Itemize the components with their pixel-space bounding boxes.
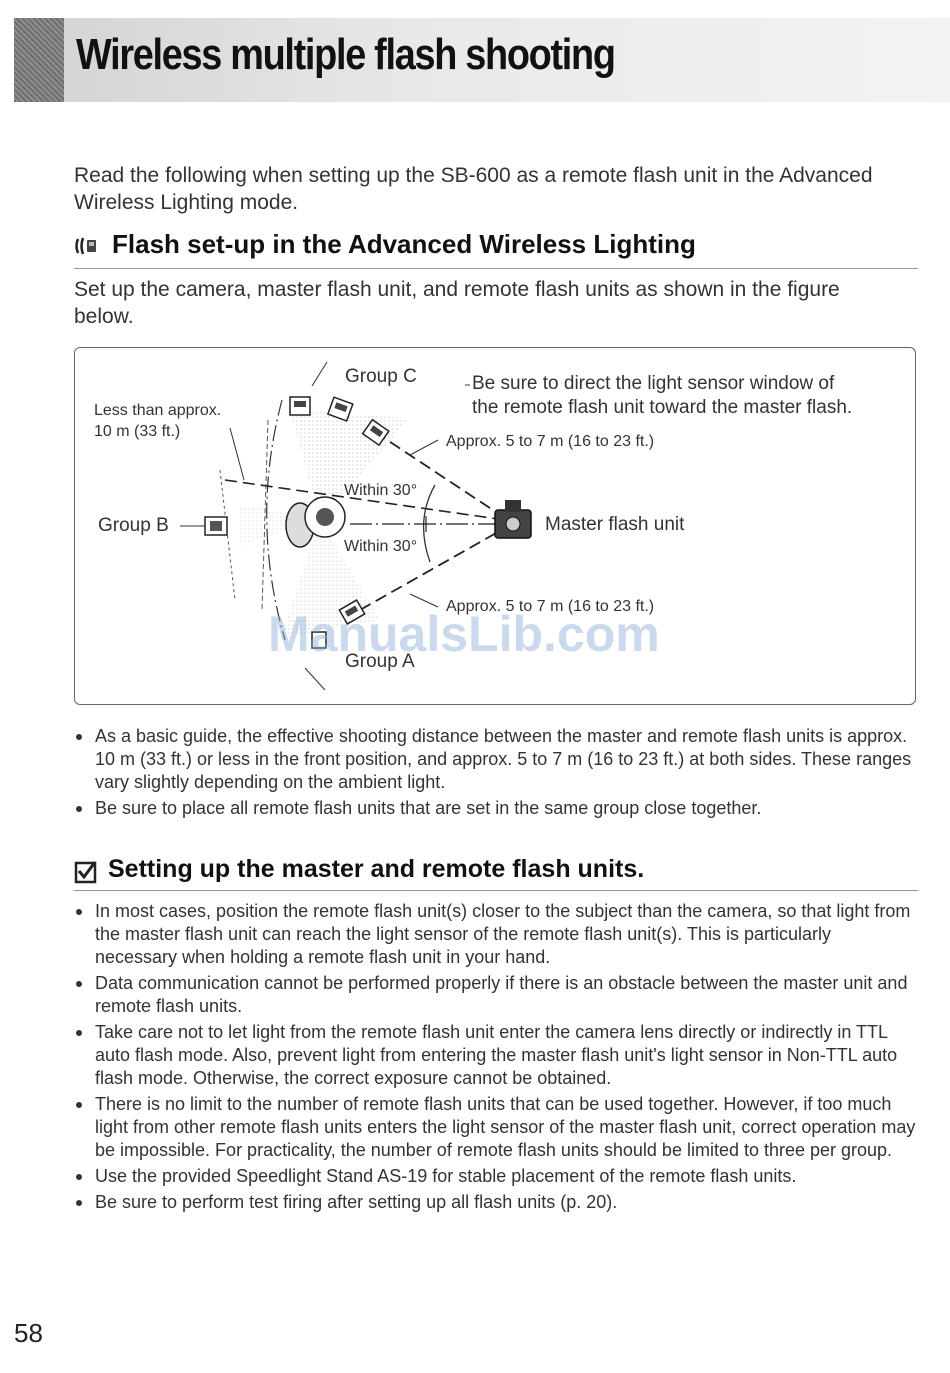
bullet-icon [76,1030,82,1036]
flash-pair-icon [75,237,96,255]
leader-less-than [229,427,245,481]
watermark: ManualsLib.com [268,606,660,662]
list-item: Take care not to let light from the remo… [74,1021,916,1090]
list-item: Use the provided Speedlight Stand AS-19 … [74,1165,916,1188]
section-divider [74,268,918,269]
label-approx-top: Approx. 5 to 7 m (16 to 23 ft.) [446,433,655,450]
remote-flash-group-c-2 [326,396,354,422]
label-within-bottom: Within 30° [344,538,418,555]
range-arc-left [266,399,286,641]
remote-flash-group-c-3 [361,418,390,447]
section-heading-setting-up: Setting up the master and remote flash u… [108,855,645,883]
title-tab-marker [14,18,64,102]
guide-bullet-list: As a basic guide, the effective shooting… [74,725,916,823]
label-group-b: Group B [98,515,169,536]
stand-line-b [219,469,236,601]
setup-paragraph: Set up the camera, master flash unit, an… [74,278,840,328]
section-divider [74,890,918,891]
remote-flash-group-a-1 [338,599,366,625]
bullet-icon [76,1174,82,1180]
setup-diagram [180,361,532,691]
section-heading-flash-setup: Flash set-up in the Advanced Wireless Li… [112,229,696,259]
label-group-c: Group C [345,366,417,387]
master-camera [494,500,532,539]
range-arc-right [422,484,436,563]
list-item: In most cases, position the remote flash… [74,900,916,969]
light-path-b [224,479,506,521]
list-item: Be sure to perform test firing after set… [74,1191,916,1214]
setup-diagram-frame [74,347,916,705]
light-field-group-b [240,505,320,545]
bullet-icon [76,734,82,740]
checkmark-box-icon [74,861,97,884]
setup-bullet-list: In most cases, position the remote flash… [74,900,916,1217]
leader-group-c [311,361,328,387]
intro-paragraph: Read the following when setting up the S… [74,164,873,214]
list-item: As a basic guide, the effective shooting… [74,725,916,794]
list-item: Data communication cannot be performed p… [74,972,916,1018]
leader-approx-bottom [409,593,439,608]
page-number: 58 [14,1318,43,1348]
leader-approx-top [409,439,439,456]
leader-group-a [304,667,326,691]
light-path-a [359,527,506,611]
label-approx-bottom: Approx. 5 to 7 m (16 to 23 ft.) [446,598,655,615]
remote-flash-group-a-2 [311,631,327,649]
label-less-than-1: Less than approx. [94,402,222,419]
light-path-c [374,431,506,519]
list-item: Be sure to place all remote flash units … [74,797,916,820]
list-item: There is no limit to the number of remot… [74,1093,916,1162]
label-within-top: Within 30° [344,482,418,499]
bullet-icon [76,1102,82,1108]
subject-figure [285,496,346,548]
label-master: Master flash unit [545,514,685,535]
title-bar [14,18,950,102]
label-less-than-2: 10 m (33 ft.) [94,423,181,440]
remote-flash-group-b [204,516,228,536]
remote-flash-group-c-1 [289,396,311,416]
bullet-icon [76,909,82,915]
label-note-2: the remote flash unit toward the master … [472,397,853,418]
label-note-1: Be sure to direct the light sensor windo… [472,373,835,394]
bullet-icon [76,1200,82,1206]
page-title: Wireless multiple flash shooting [76,30,616,79]
bullet-icon [76,806,82,812]
bullet-icon [76,981,82,987]
label-group-a: Group A [345,651,415,672]
